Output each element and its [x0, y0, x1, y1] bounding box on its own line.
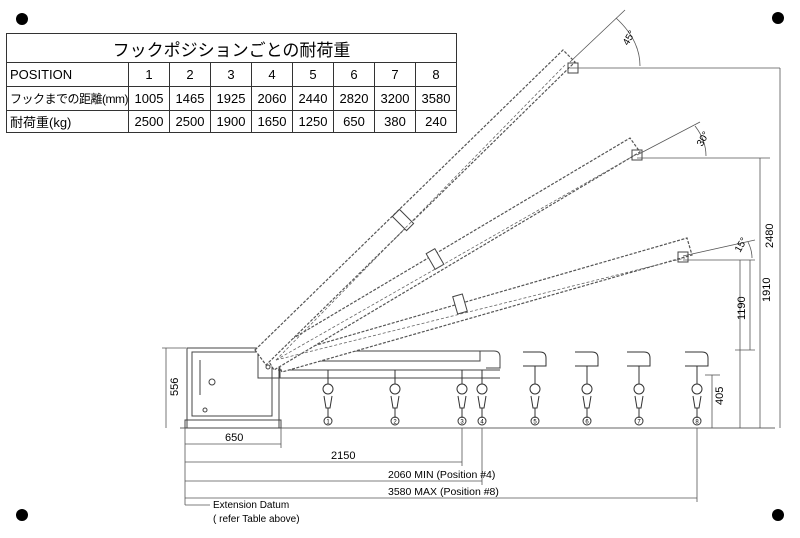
position-cell: 8 — [415, 62, 457, 87]
hook-number-8: 8 — [695, 420, 699, 426]
position-cell: 1 — [128, 62, 170, 87]
hook-8 — [685, 351, 709, 426]
corner-dot-tl — [16, 13, 28, 25]
table-row: 耐荷重(kg) 2500 2500 1900 1650 1250 650 380… — [6, 110, 457, 133]
capacity-cell: 1650 — [251, 110, 293, 133]
capacity-cell: 1250 — [292, 110, 334, 133]
distance-cell: 1465 — [169, 86, 211, 111]
capacity-header: 耐荷重(kg) — [6, 110, 129, 133]
distance-cell: 2820 — [333, 86, 375, 111]
position-cell: 6 — [333, 62, 375, 87]
corner-dot-tr — [772, 12, 784, 24]
hook-number-5: 5 — [533, 420, 537, 426]
capacity-cell: 650 — [333, 110, 375, 133]
hook-number-3: 3 — [460, 420, 464, 426]
angle-label-30: 30° — [695, 130, 712, 149]
dim-650: 650 — [225, 432, 243, 444]
angle-indicators — [569, 9, 780, 261]
boom-30deg — [264, 137, 643, 371]
capacity-cell: 380 — [374, 110, 416, 133]
capacity-cell: 240 — [415, 110, 457, 133]
position-cell: 4 — [251, 62, 293, 87]
hook-number-labels: 1 2 3 4 5 6 7 8 — [326, 420, 699, 426]
hook-number-7: 7 — [637, 420, 641, 426]
hook-number-1: 1 — [326, 420, 330, 426]
corner-dot-br — [772, 509, 784, 521]
hook-2 — [389, 370, 401, 426]
capacity-cell: 2500 — [128, 110, 170, 133]
table-row: フックまでの距離(mm) 1005 1465 1925 2060 2440 28… — [6, 86, 457, 111]
dim-1190: 1190 — [736, 296, 748, 320]
dim-2060-min: 2060 MIN (Position #4) — [388, 469, 495, 481]
table-row: POSITION 1 2 3 4 5 6 7 8 — [6, 62, 457, 87]
distance-cell: 1925 — [210, 86, 252, 111]
position-header: POSITION — [6, 62, 129, 87]
angle-label-15: 15° — [733, 236, 750, 255]
construction-lines — [275, 64, 686, 361]
hook-number-6: 6 — [585, 420, 589, 426]
position-cell: 2 — [169, 62, 211, 87]
distance-cell: 2440 — [292, 86, 334, 111]
datum-sublabel: ( refer Table above) — [213, 514, 300, 525]
vertical-dimensions — [162, 68, 781, 428]
table-title: フックポジションごとの耐荷重 — [6, 33, 457, 63]
distance-cell: 3580 — [415, 86, 457, 111]
dim-2150: 2150 — [331, 450, 355, 462]
datum-label: Extension Datum — [213, 500, 289, 511]
position-cell: 5 — [292, 62, 334, 87]
dim-2480: 2480 — [764, 224, 776, 248]
dim-3580-max: 3580 MAX (Position #8) — [388, 486, 499, 498]
hook-7 — [627, 351, 651, 426]
dim-1910: 1910 — [761, 278, 773, 302]
hook-number-2: 2 — [393, 420, 397, 426]
capacity-cell: 1900 — [210, 110, 252, 133]
hook-3 — [456, 370, 468, 426]
dim-556: 556 — [169, 378, 181, 396]
position-cell: 7 — [374, 62, 416, 87]
corner-dot-bl — [16, 509, 28, 521]
distance-cell: 2060 — [251, 86, 293, 111]
distance-cell: 3200 — [374, 86, 416, 111]
hook-1 — [322, 370, 334, 426]
position-cell: 3 — [210, 62, 252, 87]
load-capacity-table: フックポジションごとの耐荷重 POSITION 1 2 3 4 5 6 7 8 … — [6, 33, 457, 133]
hook-4 — [476, 370, 488, 426]
capacity-cell: 2500 — [169, 110, 211, 133]
hook-6 — [575, 351, 599, 426]
boom-45deg — [254, 49, 579, 366]
distance-header: フックまでの距離(mm) — [6, 86, 129, 111]
hook-5 — [523, 351, 547, 426]
distance-cell: 1005 — [128, 86, 170, 111]
hook-number-4: 4 — [480, 420, 484, 426]
dim-405: 405 — [714, 387, 726, 405]
crane-base — [184, 347, 500, 429]
horizontal-dimensions — [184, 428, 698, 506]
hook-row — [322, 351, 709, 426]
